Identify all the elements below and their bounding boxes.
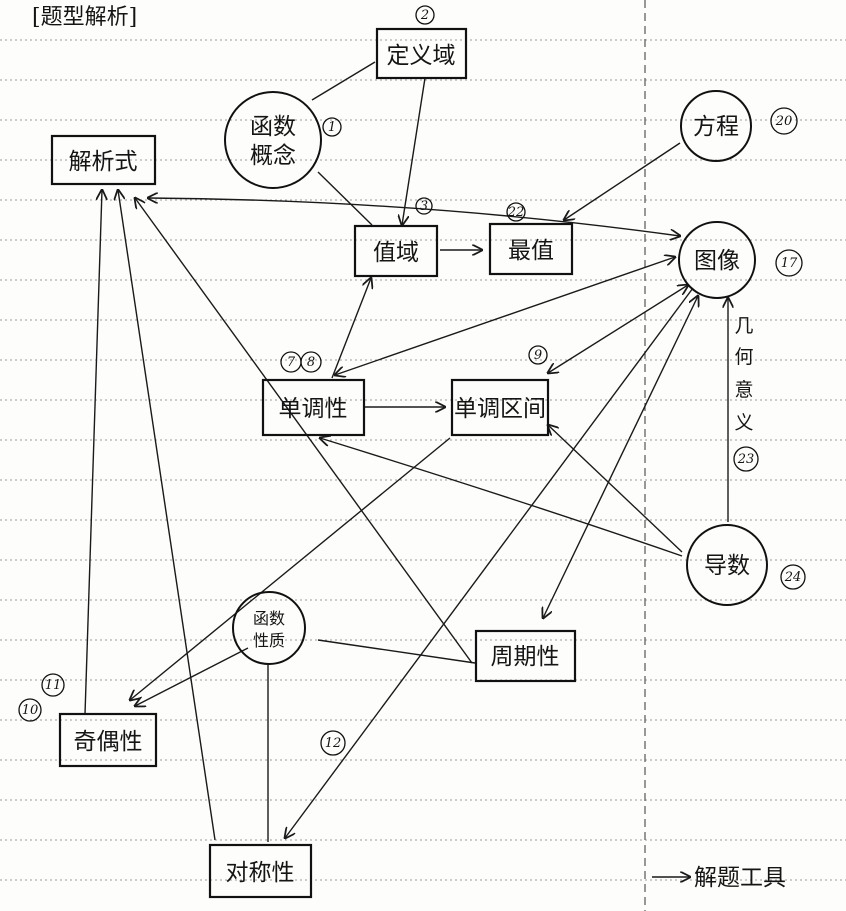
function-property-circle [232, 591, 306, 665]
number-24: 24 [784, 570, 802, 585]
number-22: 22 [507, 205, 525, 220]
analytic-expression-box [50, 134, 157, 186]
edge-concept-range [317, 171, 373, 226]
periodicity-box [474, 629, 577, 683]
extreme-value-label: 最值 [508, 238, 554, 264]
monotonicity-label: 单调性 [279, 396, 348, 422]
number-23: 23 [737, 452, 755, 467]
edge-equation-extreme [564, 142, 681, 220]
edge-graph-mono [335, 257, 675, 375]
number-9-circle [528, 345, 548, 365]
geometric-meaning-char-4: 义 [734, 412, 753, 434]
number-2: 2 [420, 8, 429, 23]
function-concept-line1: 函数 [250, 114, 296, 140]
graph-circle [678, 221, 756, 299]
number-17: 17 [781, 256, 798, 271]
number-3: 3 [420, 199, 428, 214]
edge-interval-parity [130, 437, 451, 700]
number-17-circle [775, 249, 803, 277]
geometric-meaning-char-1: 几 [734, 315, 753, 337]
geometric-meaning-char-3: 意 [734, 379, 753, 401]
margin-note-label: 解题工具 [694, 865, 786, 891]
derivative-label: 导数 [704, 553, 750, 579]
number-9: 9 [534, 348, 542, 363]
analytic-expression-label: 解析式 [69, 149, 138, 175]
number-1-circle [322, 117, 342, 137]
number-20: 20 [775, 114, 793, 129]
edge-property-parity [135, 647, 249, 706]
range-box [353, 224, 439, 278]
number-12: 12 [325, 736, 342, 751]
edge-parity-analytic [84, 190, 102, 715]
number-11-circle [41, 673, 65, 697]
function-concept-line2: 概念 [250, 143, 296, 169]
definition-domain-box [375, 27, 468, 80]
symmetry-label: 对称性 [226, 860, 295, 886]
edge-symmetry-analytic [118, 190, 216, 841]
derivative-circle [686, 524, 768, 606]
number-7: 7 [287, 355, 296, 370]
function-concept-circle [224, 91, 322, 189]
edge-graph-analytic [148, 198, 680, 236]
edge-mono-range [331, 278, 371, 379]
number-24-circle [780, 564, 806, 590]
number-12-circle [320, 730, 346, 756]
title-text: [题型解析] [32, 5, 137, 30]
extreme-value-box [488, 222, 574, 276]
monotonicity-box [261, 378, 366, 437]
edge-concept-domain [311, 61, 376, 101]
monotonic-interval-box [450, 378, 550, 437]
edge-graph-symmetry [285, 287, 694, 838]
number-11: 11 [45, 678, 62, 693]
function-property-line2: 性质 [253, 631, 285, 650]
edge-periodicity-analytic [135, 198, 473, 664]
function-property-line1: 函数 [253, 609, 285, 628]
number-2-circle [415, 5, 435, 25]
graph-label: 图像 [694, 248, 740, 274]
number-8-circle [300, 351, 322, 373]
number-20-circle [770, 107, 798, 135]
number-10: 10 [22, 703, 39, 718]
number-23-circle [733, 446, 759, 472]
range-label: 值域 [373, 240, 419, 266]
geometric-meaning-char-2: 何 [734, 346, 753, 368]
monotonic-interval-label: 单调区间 [454, 396, 546, 422]
edge-property-periodicity [317, 639, 476, 664]
edge-graph-periodicity [543, 296, 698, 618]
number-1: 1 [328, 120, 336, 135]
edge-derivative-mono [320, 438, 683, 557]
equation-label: 方程 [693, 114, 739, 140]
symmetry-box [208, 843, 313, 899]
number-10-circle [18, 698, 42, 722]
definition-domain-label: 定义域 [387, 43, 456, 69]
ruled-lines [0, 39, 846, 881]
number-8: 8 [307, 355, 315, 370]
parity-label: 奇偶性 [74, 729, 143, 755]
edges [84, 61, 728, 842]
number-22-circle [506, 202, 526, 222]
periodicity-label: 周期性 [491, 644, 560, 670]
equation-circle [680, 90, 752, 162]
parity-box [58, 712, 158, 768]
number-3-circle [415, 197, 433, 215]
